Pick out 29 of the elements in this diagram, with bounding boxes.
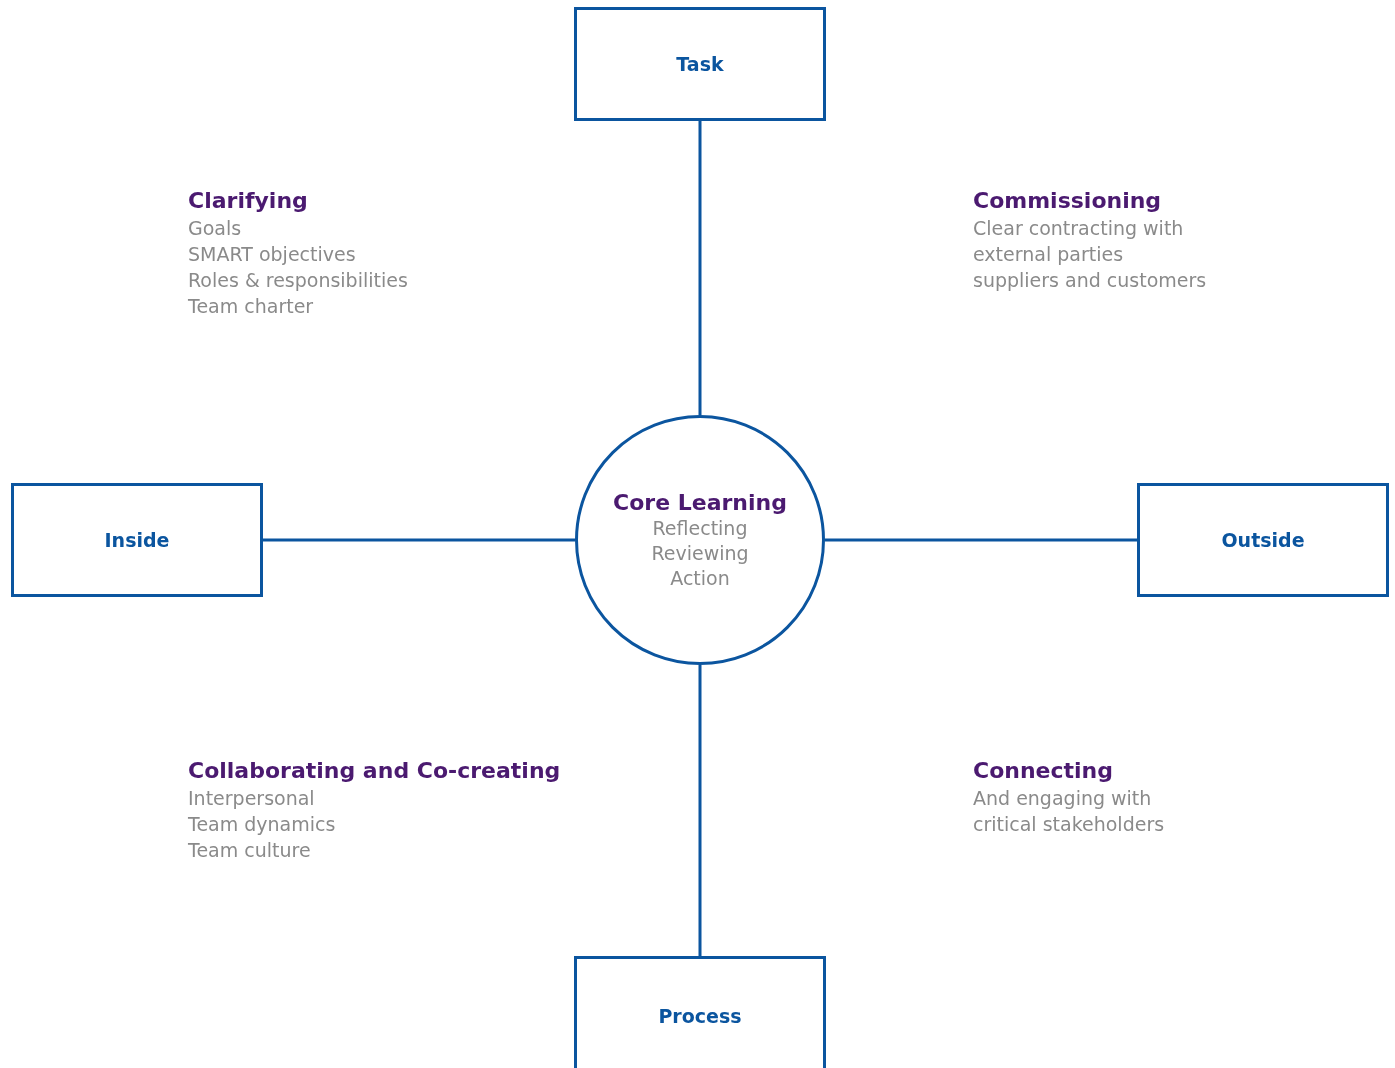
section-item: Team culture — [188, 838, 311, 863]
connector-line — [698, 665, 702, 956]
box-label: Process — [658, 1004, 742, 1027]
section-item: And engaging with critical stakeholders — [973, 786, 1166, 837]
circle-heading: Core Learning — [613, 489, 787, 516]
section-item: Team dynamics — [188, 812, 336, 837]
section-heading: Connecting — [973, 758, 1113, 784]
section-item: Team charter — [188, 294, 314, 319]
connector-line — [698, 121, 702, 415]
section-item: Goals — [188, 216, 242, 241]
connector-line — [825, 538, 1137, 542]
connector-line — [263, 538, 575, 542]
section-item: Roles & responsibilities — [188, 268, 408, 293]
box-label: Outside — [1221, 529, 1305, 551]
section-heading: Clarifying — [188, 188, 308, 214]
circle-item: Reflecting — [652, 515, 748, 541]
section-item: SMART objectives — [188, 242, 356, 267]
box-label: Task — [676, 53, 724, 75]
label-box — [11, 483, 263, 597]
section-item: Interpersonal — [188, 786, 315, 811]
section-item: suppliers and customers — [973, 268, 1207, 293]
label-box — [574, 7, 826, 121]
label-box — [1137, 483, 1389, 597]
circle-item: Action — [670, 565, 730, 591]
section-heading: Collaborating and Co-creating — [188, 758, 561, 784]
section-heading: Commissioning — [973, 188, 1162, 214]
circle-item: Reviewing — [651, 540, 749, 566]
box-label: Inside — [104, 529, 170, 551]
label-box — [574, 956, 826, 1068]
